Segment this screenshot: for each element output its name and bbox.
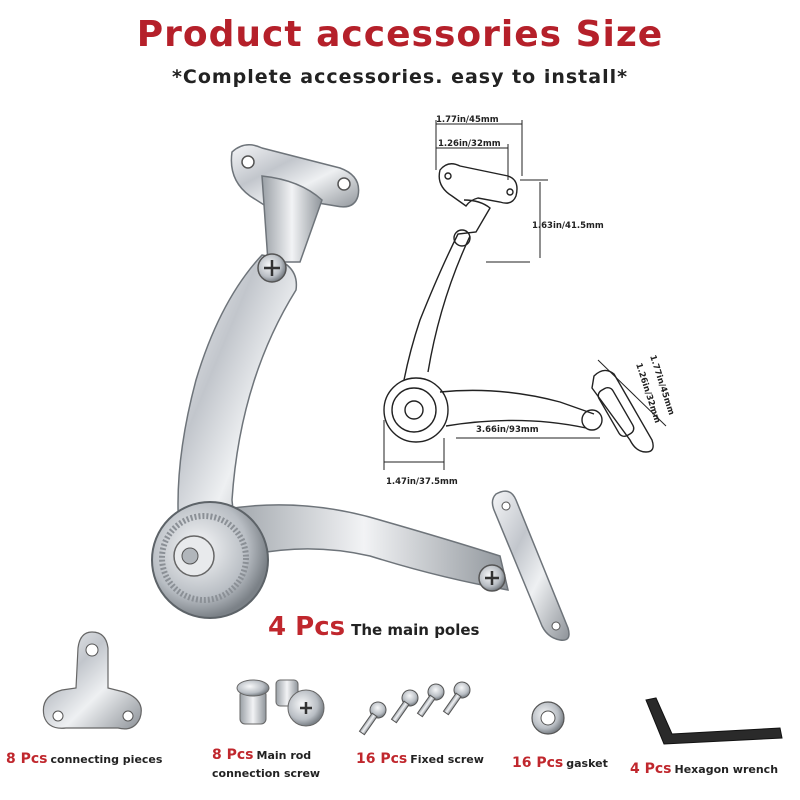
accessory-description-line2: connection screw: [212, 767, 321, 780]
dimension-drawing: [383, 120, 667, 470]
accessory-quantity: 4 Pcs: [630, 761, 672, 777]
main-poles-caption: 4 Pcs The main poles: [268, 612, 479, 642]
gasket-image: [531, 701, 565, 735]
accessory-description: Hexagon wrench: [674, 763, 779, 776]
accessory-description: gasket: [566, 757, 608, 770]
connecting-piece-image: [42, 631, 142, 730]
dim-label-top-width: 1.77in/45mm: [436, 115, 499, 125]
accessory-description: Main rod: [256, 749, 312, 762]
main-poles-description: The main poles: [351, 621, 480, 639]
main-pole-image: [151, 144, 570, 641]
dim-label-bracket-height: 1.63in/41.5mm: [532, 221, 604, 231]
accessory-quantity: 8 Pcs: [6, 751, 48, 767]
dim-label-arm-length: 3.66in/93mm: [476, 425, 539, 435]
connection-screw-image: [236, 679, 325, 727]
accessory-description: Fixed screw: [410, 753, 484, 766]
accessory-description: connecting pieces: [50, 753, 163, 766]
accessory-quantity: 16 Pcs: [356, 751, 408, 767]
accessory-quantity: 16 Pcs: [512, 755, 564, 771]
main-poles-quantity: 4 Pcs: [268, 612, 346, 642]
fixed-screw-image: [358, 681, 471, 736]
accessory-quantity: 8 Pcs: [212, 747, 254, 763]
hexagon-wrench-image: [645, 697, 783, 745]
page-title: Product accessories Size: [136, 14, 664, 55]
dim-label-knob-width: 1.47in/37.5mm: [386, 477, 458, 487]
page-subtitle: *Complete accessories. easy to install*: [171, 66, 629, 88]
dim-label-hole-spacing: 1.26in/32mm: [438, 139, 501, 149]
